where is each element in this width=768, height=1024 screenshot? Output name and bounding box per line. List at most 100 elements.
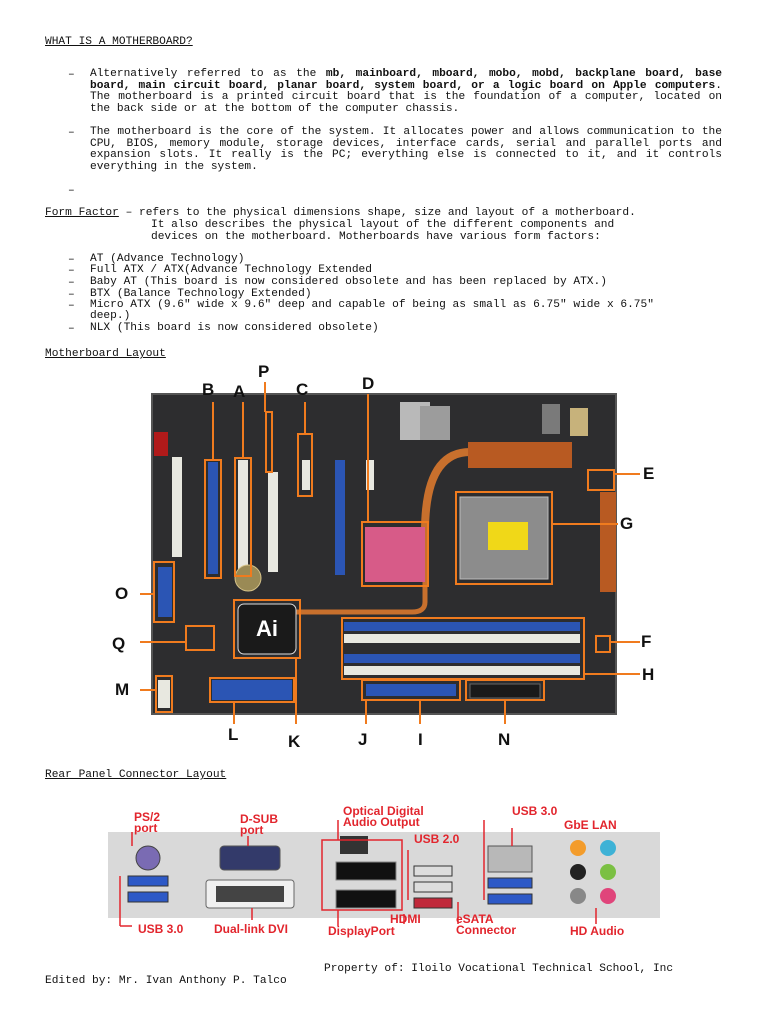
list-item: AT (Advance Technology)	[90, 253, 245, 265]
label-a: A	[233, 382, 246, 401]
usb20-port	[413, 881, 453, 893]
list-item: Baby AT (This board is now considered ob…	[90, 276, 607, 288]
optical-port	[340, 836, 368, 854]
label-gbe-lan: GbE LAN	[564, 818, 617, 832]
dsub-port	[219, 845, 281, 871]
audio-jack	[570, 864, 586, 880]
label-hdmi: HDMI	[390, 912, 421, 926]
label-o: O	[115, 584, 129, 603]
svg-text:Ai: Ai	[256, 616, 278, 641]
vrm-heatsink-right	[600, 492, 616, 592]
list-item: NLX (This board is now considered obsole…	[90, 322, 379, 334]
page-heading: WHAT IS A MOTHERBOARD?	[45, 36, 193, 48]
bullet-dash: –	[68, 323, 75, 335]
motherboard-figure: Ai	[100, 362, 680, 754]
label-optical-output: Optical Digital Audio Output	[343, 804, 424, 829]
sata-ports	[212, 680, 292, 700]
bullet-dash: –	[68, 277, 75, 289]
chipset-heatsink	[365, 527, 425, 582]
rear-panel-figure: PS/2 port D-SUB port Optical Digital Aud…	[108, 800, 660, 942]
rear-panel-heading: Rear Panel Connector Layout	[45, 769, 227, 781]
dimm-slot	[344, 634, 580, 643]
dimm-slot	[344, 622, 580, 631]
audio-jack	[600, 888, 616, 904]
list-item-continuation: deep.)	[90, 310, 131, 322]
label-usb30-top: USB 3.0	[512, 804, 558, 818]
vrm-heatsink-top	[468, 442, 572, 468]
lan-port	[487, 845, 533, 873]
pci-slot	[238, 460, 248, 572]
motherboard-image: Ai	[140, 382, 640, 724]
footer-property: Property of: Iloilo Vocational Technical…	[324, 963, 674, 975]
dimm-slot	[344, 666, 580, 675]
red-header	[154, 432, 168, 456]
ai-lifestyle-chip	[237, 603, 297, 655]
list-item: BTX (Balance Technology Extended)	[90, 288, 312, 300]
bullet-dash: –	[68, 289, 75, 301]
label-g: G	[620, 514, 634, 533]
hdmi-port	[335, 861, 397, 881]
dimm-slot	[344, 654, 580, 663]
cmos-battery	[234, 564, 262, 592]
label-k: K	[288, 732, 301, 751]
audio-jack	[600, 840, 616, 856]
bullet-dash-empty: –	[68, 185, 75, 197]
label-dsub-port: D-SUB port	[240, 812, 278, 837]
label-usb20: USB 2.0	[414, 832, 460, 846]
pcie-slot	[335, 460, 345, 575]
label-p: P	[258, 362, 270, 381]
usb30-port	[127, 875, 169, 887]
label-i: I	[418, 730, 423, 749]
label-usb30-bottom: USB 3.0	[138, 922, 184, 936]
label-q: Q	[112, 634, 126, 653]
audio-jack	[570, 840, 586, 856]
label-displayport: DisplayPort	[328, 924, 395, 938]
label-n: N	[498, 730, 511, 749]
label-b: B	[202, 380, 215, 399]
esata-port	[413, 897, 453, 909]
form-factor-line-3: devices on the motherboard. Motherboards…	[151, 231, 601, 243]
atx-power-connector	[366, 684, 456, 696]
usb30-port	[127, 891, 169, 903]
pcie-x1-slot	[302, 460, 310, 490]
bullet-dash: –	[68, 300, 75, 312]
usb-header	[158, 567, 172, 617]
usb30-port	[487, 893, 533, 905]
usb20-port	[413, 865, 453, 877]
bullet-dash: –	[68, 254, 75, 266]
ps2-port	[135, 845, 161, 871]
pcie-x1-slot	[366, 460, 374, 490]
heatpipe	[421, 448, 570, 533]
usb30-port	[487, 877, 533, 889]
rear-panel-image	[108, 820, 660, 927]
audio-jack	[600, 864, 616, 880]
intro-paragraph-2: The motherboard is the core of the syste…	[90, 126, 722, 173]
form-factor-definition: Form Factor – refers to the physical dim…	[45, 207, 636, 219]
label-f: F	[641, 632, 652, 651]
audio-jack	[570, 888, 586, 904]
bullet-dash: –	[68, 69, 75, 81]
displayport-port	[335, 889, 397, 909]
callout-lines	[119, 820, 597, 927]
label-c: C	[296, 380, 309, 399]
pcie-slot	[208, 462, 218, 574]
pci-slot	[268, 472, 278, 572]
bullet-dash: –	[68, 265, 75, 277]
label-esata: eSATA Connector	[456, 912, 516, 937]
ide-connector	[469, 683, 541, 699]
label-dvi: Dual-link DVI	[214, 922, 289, 936]
motherboard-layout-heading: Motherboard Layout	[45, 348, 166, 360]
label-m: M	[115, 680, 130, 699]
footer-editor: Edited by: Mr. Ivan Anthony P. Talco	[45, 975, 287, 987]
label-h: H	[642, 665, 655, 684]
leader-lines	[140, 382, 640, 724]
list-item: Full ATX / ATX(Advance Technology Extend…	[90, 264, 372, 276]
label-j: J	[358, 730, 368, 749]
label-e: E	[643, 464, 655, 483]
front-panel-header	[158, 680, 170, 708]
label-hd-audio: HD Audio	[570, 924, 625, 938]
label-l: L	[228, 725, 239, 744]
list-item: Micro ATX (9.6" wide x 9.6" deep and cap…	[90, 299, 654, 311]
form-factor-line-2: It also describes the physical layout of…	[151, 219, 615, 231]
pci-slot	[172, 457, 182, 557]
